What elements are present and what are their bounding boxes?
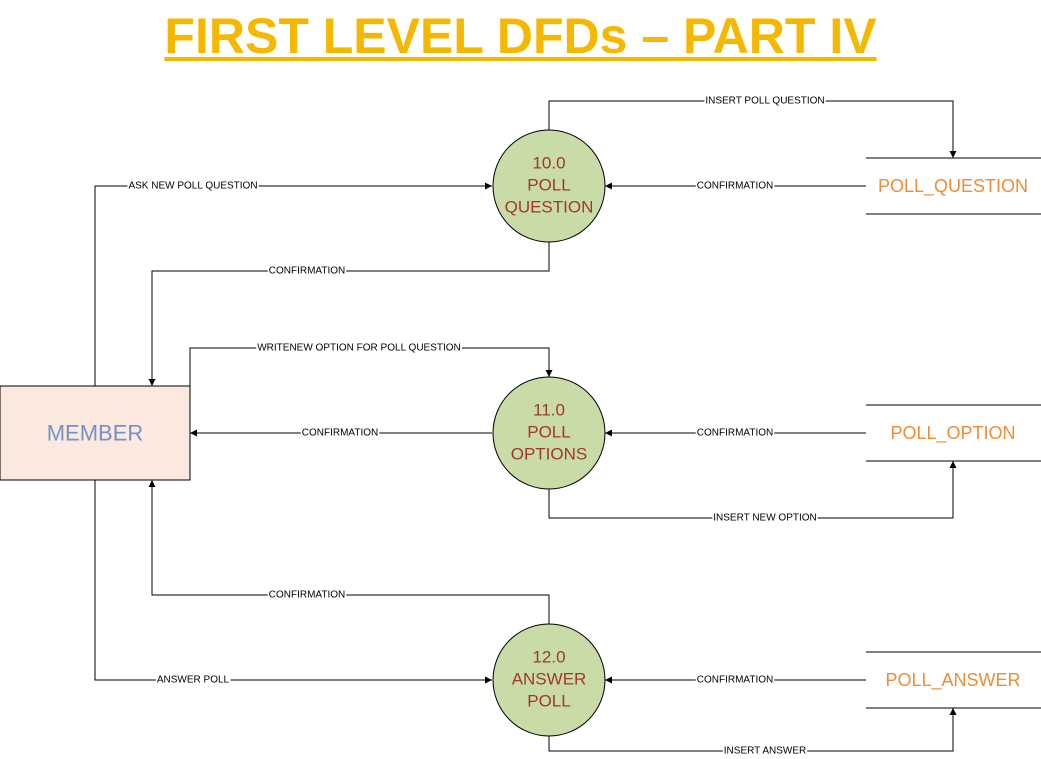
flow-line-write-new-option [189, 347, 553, 386]
flow-line-insert-new-option [548, 461, 957, 519]
flow-label-confirmation: CONFIRMATION [302, 428, 378, 439]
flow-label-confirmation: CONFIRMATION [269, 266, 345, 277]
flow-label-insert-poll-question: INSERT POLL QUESTION [705, 96, 824, 107]
process-number: 11.0 [533, 401, 565, 420]
process-10: 10.0 POLL QUESTION [492, 129, 606, 243]
process-number: 12.0 [532, 648, 565, 667]
flow-line-confirmation-p12-to-member [148, 480, 550, 624]
data-store-poll-question: POLL_QUESTION [866, 157, 1041, 215]
flow-label-background [695, 674, 775, 686]
flow-label-background [300, 427, 380, 439]
flow-label-background [695, 180, 775, 192]
flow-label-write-new-option: WRITENEW OPTION FOR POLL QUESTION [257, 343, 461, 354]
process-11: 11.0 POLL OPTIONS [492, 376, 606, 490]
process-name-line: ANSWER [512, 670, 587, 689]
external-entity-member: MEMBER [0, 385, 191, 481]
flow-label-background [722, 745, 808, 757]
flow-label-ask-new-poll-question: ASK NEW POLL QUESTION [128, 181, 257, 192]
process-name-line: POLL [527, 423, 570, 442]
flow-label-background [127, 180, 259, 192]
data-store-label: POLL_ANSWER [885, 670, 1020, 691]
flow-label-confirmation: CONFIRMATION [697, 428, 773, 439]
flow-label-background [695, 427, 775, 439]
flow-label-backgrounds [127, 95, 826, 757]
diagram-title: FIRST LEVEL DFDs – PART IV [164, 8, 877, 64]
process-number: 10.0 [532, 154, 565, 173]
flow-line-confirmation-p10-to-member [148, 242, 550, 386]
data-store-label: POLL_OPTION [890, 423, 1015, 444]
flow-line-ask-new-poll-question [94, 182, 492, 386]
process-name-line: QUESTION [505, 198, 594, 217]
flow-label-confirmation: CONFIRMATION [697, 181, 773, 192]
flow-line-answer-poll [94, 480, 492, 684]
flow-label-background [267, 265, 347, 277]
process-name-line: POLL [527, 176, 570, 195]
flow-line-insert-poll-question [548, 100, 957, 158]
flow-label-insert-answer: INSERT ANSWER [724, 746, 806, 757]
process-name-line: POLL [527, 692, 570, 711]
flow-label-background [712, 512, 818, 524]
data-store-poll-option: POLL_OPTION [866, 404, 1041, 462]
flow-label-background [267, 589, 347, 601]
flow-label-background [704, 95, 826, 107]
flow-label-background [256, 342, 462, 354]
flow-label-confirmation: CONFIRMATION [697, 675, 773, 686]
flow-label-answer-poll: ANSWER POLL [157, 675, 230, 686]
process-name-line: OPTIONS [511, 445, 588, 464]
flow-label-confirmation: CONFIRMATION [269, 590, 345, 601]
data-store-label: POLL_QUESTION [878, 176, 1028, 197]
entity-label: MEMBER [47, 421, 144, 446]
flow-label-insert-new-option: INSERT NEW OPTION [713, 513, 817, 524]
process-12: 12.0 ANSWER POLL [492, 623, 606, 737]
data-store-poll-answer: POLL_ANSWER [866, 651, 1041, 709]
flow-label-background [155, 674, 231, 686]
